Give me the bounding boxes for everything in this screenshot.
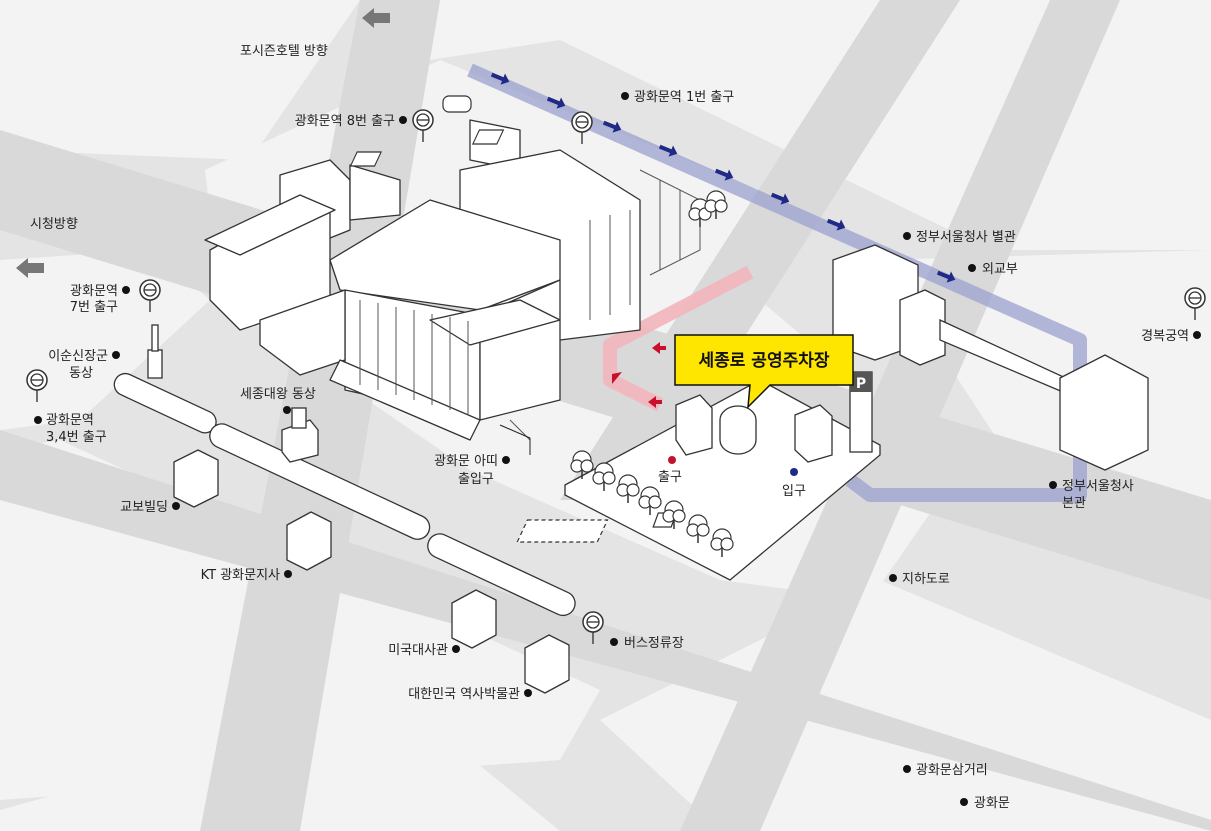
label-exit8: 광화문역 8번 출구 bbox=[295, 114, 395, 129]
office-blocks bbox=[173, 449, 570, 694]
label-bus-stop: 버스정류장 bbox=[624, 636, 684, 651]
label-sejong-statue: 세종대왕 동상 bbox=[240, 387, 316, 402]
label-intersection: 광화문삼거리 bbox=[916, 763, 988, 778]
exit-in-dot bbox=[790, 468, 798, 476]
label-exit-out: 출구 bbox=[658, 470, 682, 485]
label-underpass: 지하도로 bbox=[902, 572, 950, 587]
plaza-strips bbox=[113, 372, 576, 617]
label-us-embassy: 미국대사관 bbox=[388, 643, 448, 658]
label-yisunsin-line2: 동상 bbox=[69, 366, 93, 381]
label-museum: 대한민국 역사박물관 bbox=[408, 687, 520, 702]
direction-four-seasons: 포시즌호텔 방향 bbox=[240, 44, 328, 59]
label-exit7-line1: 광화문역 bbox=[70, 284, 118, 299]
label-gov-main-line2: 본관 bbox=[1062, 496, 1086, 511]
label-yisunsin-line1: 이순신장군 bbox=[48, 349, 108, 364]
exit-out-dot bbox=[668, 456, 676, 464]
label-art-line2: 출입구 bbox=[458, 472, 494, 487]
direction-arrow-icon bbox=[16, 8, 390, 278]
label-gyeongbokgung: 경복궁역 bbox=[1141, 329, 1189, 344]
label-exit34-line2: 3,4번 출구 bbox=[46, 430, 107, 445]
label-mofa: 외교부 bbox=[982, 262, 1018, 277]
label-art-line1: 광화문 아띠 bbox=[434, 454, 498, 469]
parking-lot: P bbox=[516, 244, 1149, 581]
parking-title-callout: 세종로 공영주차장 bbox=[674, 334, 854, 409]
yi-sun-sin-statue bbox=[147, 324, 163, 379]
label-kt: KT 광화문지사 bbox=[201, 568, 280, 583]
sejong-center-building bbox=[204, 119, 641, 441]
exit-route bbox=[603, 265, 754, 412]
label-exit7-line2: 7번 출구 bbox=[70, 300, 118, 315]
label-kyobo: 교보빌딩 bbox=[120, 500, 168, 515]
label-gov-main-line1: 정부서울청사 bbox=[1062, 479, 1134, 494]
page-title: 세종로 공영주차장 bbox=[698, 351, 829, 371]
direction-arrow-icon bbox=[612, 342, 666, 408]
sejong-statue bbox=[281, 407, 319, 463]
parking-sign-icon: P bbox=[856, 376, 866, 392]
label-exit34-line1: 광화문역 bbox=[46, 413, 94, 428]
label-exit1: 광화문역 1번 출구 bbox=[634, 90, 734, 105]
label-gwanghwamun: 광화문 bbox=[974, 796, 1010, 811]
label-exit-in: 입구 bbox=[782, 484, 806, 499]
direction-city-hall: 시청방향 bbox=[30, 217, 78, 232]
label-gov-annex: 정부서울청사 별관 bbox=[916, 230, 1016, 245]
